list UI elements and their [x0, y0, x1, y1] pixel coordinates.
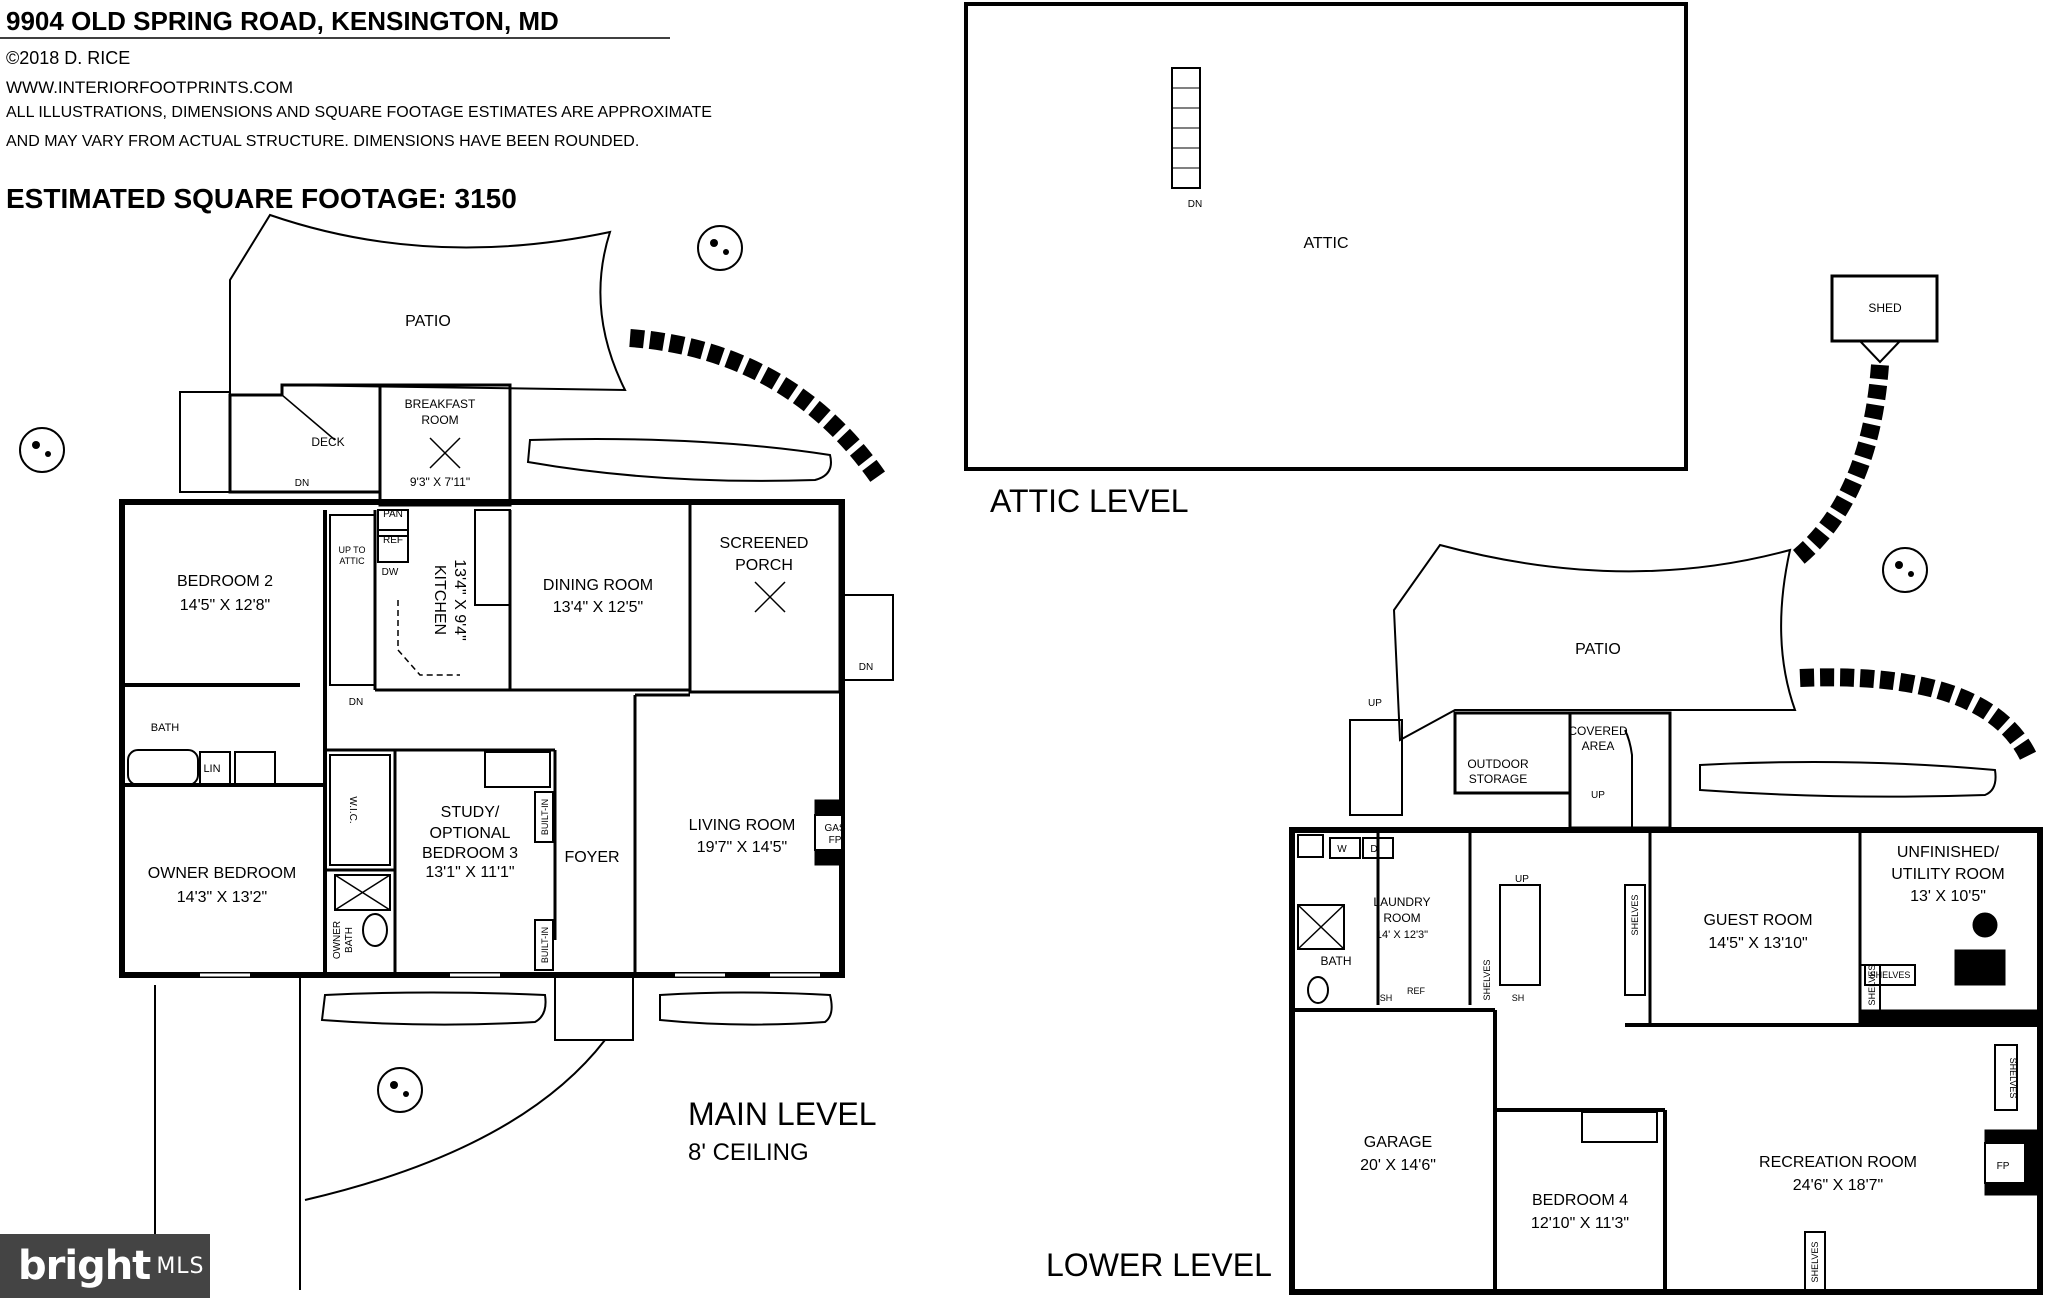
- exterior-stairs-up-label: UP: [1368, 698, 1382, 709]
- lower-level-title: LOWER LEVEL: [1046, 1247, 1272, 1283]
- shed-label: SHED: [1868, 301, 1902, 315]
- dining-room-label: DINING ROOM: [543, 577, 653, 594]
- shelves-label-1: SHELVES: [1482, 960, 1492, 1001]
- screened-porch-label-1: SCREENED: [720, 535, 809, 552]
- lower-bath-label: BATH: [1320, 954, 1351, 968]
- deck-label: DECK: [311, 435, 344, 449]
- washer-label: W: [1337, 844, 1347, 855]
- address-title: 9904 OLD SPRING ROAD, KENSINGTON, MD: [6, 6, 559, 36]
- owner-bedroom-dimensions: 14'3" X 13'2": [177, 889, 267, 906]
- gas-fireplace-label-2: FP: [829, 835, 842, 846]
- hall-shower-label: SH: [1512, 993, 1525, 1003]
- garage-dimensions: 20' X 14'6": [1360, 1157, 1436, 1174]
- breakfast-label-1: BREAKFAST: [405, 397, 476, 411]
- owner-bedroom-label: OWNER BEDROOM: [148, 865, 296, 882]
- foyer-label: FOYER: [564, 849, 619, 866]
- guest-room-label: GUEST ROOM: [1703, 912, 1812, 929]
- living-room-dimensions: 19'7" X 14'5": [697, 839, 787, 856]
- dryer-label: D: [1370, 844, 1377, 855]
- dining-room-dimensions: 13'4" X 12'5": [553, 599, 643, 616]
- tree-icon: [377, 1067, 423, 1113]
- study-label-2: OPTIONAL: [430, 825, 511, 842]
- bedroom-4-dimensions: 12'10" X 11'3": [1531, 1215, 1629, 1232]
- utility-room-label-2: UTILITY ROOM: [1891, 866, 2005, 883]
- outdoor-storage-label-2: STORAGE: [1469, 772, 1527, 786]
- tree-icon: [1882, 547, 1928, 593]
- owner-bath-label-1: OWNER: [332, 921, 343, 959]
- attic-level-plan: [964, 2, 1688, 471]
- shelves-label-6: SHELVES: [2008, 1058, 2018, 1099]
- disclaimer-line-1: ALL ILLUSTRATIONS, DIMENSIONS AND SQUARE…: [6, 104, 712, 121]
- built-in-label-1: BUILT-IN: [540, 799, 550, 835]
- shelves-label-3: SHELVES: [1870, 970, 1911, 980]
- study-dimensions: 13'1" X 11'1": [425, 864, 514, 881]
- website-text: WWW.INTERIORFOOTPRINTS.COM: [6, 78, 293, 97]
- bath-label: BATH: [151, 722, 180, 734]
- mls-badge: bright MLS: [0, 1234, 210, 1298]
- main-level-ceiling: 8' CEILING: [688, 1139, 809, 1166]
- bedroom-2-dimensions: 14'5" X 12'8": [180, 597, 270, 614]
- gas-fireplace-label-1: GAS: [824, 823, 845, 834]
- lower-stairs-up-label: UP: [1515, 874, 1529, 885]
- breakfast-dimensions: 9'3" X 7'11": [410, 475, 470, 489]
- study-label-3: BEDROOM 3: [422, 845, 518, 862]
- attic-level-title: ATTIC LEVEL: [990, 483, 1189, 519]
- laundry-room-dimensions: 14' X 12'3": [1376, 929, 1428, 941]
- shelves-label-4: SHELVES: [1867, 965, 1877, 1006]
- walk-in-closet-label: W.I.C.: [347, 796, 358, 823]
- lower-bath-shower-label: SH: [1380, 993, 1393, 1003]
- living-room-label: LIVING ROOM: [689, 817, 796, 834]
- shelves-label-2: SHELVES: [1630, 895, 1640, 936]
- outdoor-storage-label-1: OUTDOOR: [1467, 757, 1529, 771]
- breakfast-label-2: ROOM: [421, 413, 458, 427]
- main-level-title: MAIN LEVEL: [688, 1096, 877, 1132]
- utility-room-dimensions: 13' X 10'5": [1910, 888, 1986, 905]
- up-to-attic-label-2: ATTIC: [339, 556, 365, 566]
- guest-room-dimensions: 14'5" X 13'10": [1708, 935, 1807, 952]
- main-patio-label: PATIO: [405, 313, 451, 330]
- kitchen-dimensions: 13'4" X 9'4": [451, 559, 468, 641]
- laundry-room-label-2: ROOM: [1383, 911, 1420, 925]
- lower-patio-label: PATIO: [1575, 641, 1621, 658]
- refrigerator-label: REF: [383, 535, 403, 546]
- copyright-text: ©2018 D. RICE: [6, 48, 130, 68]
- pantry-label: PAN: [383, 509, 403, 520]
- kitchen-label: KITCHEN: [431, 565, 448, 635]
- tree-icon: [19, 427, 65, 473]
- badge-brand: bright: [18, 1243, 151, 1289]
- garage-label: GARAGE: [1364, 1134, 1432, 1151]
- owner-bath-label-2: BATH: [344, 927, 355, 953]
- recreation-room-dimensions: 24'6" X 18'7": [1793, 1177, 1883, 1194]
- bedroom-2-label: BEDROOM 2: [177, 573, 273, 590]
- covered-area-label-2: AREA: [1582, 739, 1615, 753]
- porch-stairs-down-label: DN: [859, 662, 873, 673]
- up-to-attic-label-1: UP TO: [338, 545, 365, 555]
- badge-suffix: MLS: [156, 1253, 205, 1279]
- main-level-plan: [119, 213, 894, 1290]
- study-label-1: STUDY/: [441, 804, 500, 821]
- square-footage: ESTIMATED SQUARE FOOTAGE: 3150: [6, 183, 517, 214]
- screened-porch-label-2: PORCH: [735, 557, 793, 574]
- covered-stairs-up-label: UP: [1591, 790, 1605, 801]
- attic-label: ATTIC: [1303, 235, 1348, 252]
- shelves-label-5: SHELVES: [1810, 1242, 1820, 1283]
- bedroom-4-label: BEDROOM 4: [1532, 1192, 1628, 1209]
- dishwasher-label: DW: [382, 567, 399, 578]
- linen-label: LIN: [203, 763, 220, 775]
- stairs-down-label: DN: [349, 697, 363, 708]
- disclaimer-line-2: AND MAY VARY FROM ACTUAL STRUCTURE. DIME…: [6, 133, 639, 150]
- lower-level-plan: [1289, 274, 2043, 1295]
- lower-fireplace-label: FP: [1997, 1161, 2010, 1172]
- tree-icon: [697, 225, 743, 271]
- built-in-label-2: BUILT-IN: [540, 927, 550, 963]
- recreation-room-label: RECREATION ROOM: [1759, 1154, 1917, 1171]
- lower-refrigerator-label: REF: [1407, 986, 1426, 996]
- deck-stairs-down-label: DN: [295, 478, 309, 489]
- laundry-room-label-1: LAUNDRY: [1373, 895, 1430, 909]
- covered-area-label-1: COVERED: [1568, 724, 1628, 738]
- attic-stairs-down-label: DN: [1188, 199, 1202, 210]
- utility-room-label-1: UNFINISHED/: [1897, 844, 2000, 861]
